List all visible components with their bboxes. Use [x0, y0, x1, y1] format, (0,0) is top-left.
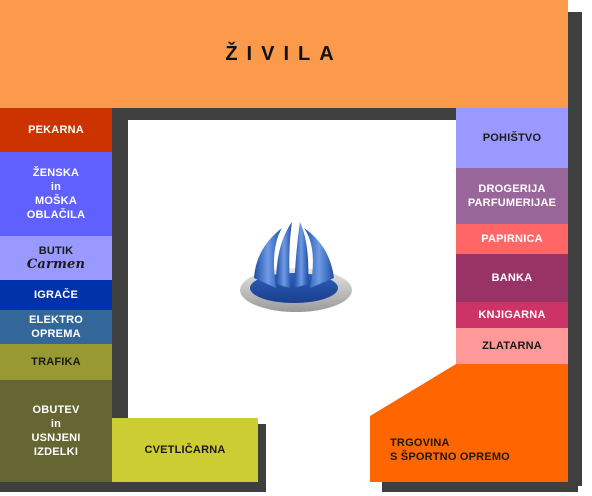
shadow-cvet-right [258, 424, 266, 492]
store-sport-line: TRGOVINA [390, 437, 450, 449]
shadow-bottom-left [120, 482, 264, 492]
store-obutev-line: in [50, 418, 62, 430]
store-elektro[interactable]: ELEKTRO OPREMA [0, 310, 112, 344]
store-obutev-line: IZDELKI [33, 446, 79, 458]
store-zenska-moska-line: in [50, 181, 62, 193]
store-papirnica-label: PAPIRNICA [481, 233, 543, 245]
store-drogerija-line: PARFUMERIJAE [467, 197, 557, 209]
shadow-left-edge [0, 482, 120, 492]
store-trafika-label: TRAFIKA [31, 356, 81, 368]
store-banka-label: BANKA [491, 272, 533, 284]
store-pekarna-label: PEKARNA [28, 124, 84, 136]
store-elektro-line: OPREMA [31, 328, 81, 340]
store-pohistvo-label: POHIŠTVO [482, 132, 542, 144]
store-drogerija[interactable]: DROGERIJA PARFUMERIJAE [456, 168, 568, 224]
shadow-inner-top [112, 108, 456, 120]
store-pekarna[interactable]: PEKARNA [0, 108, 112, 152]
store-zenska-moska-line: OBLAČILA [26, 209, 86, 221]
store-trafika[interactable]: TRAFIKA [0, 344, 112, 380]
shadow-bottom-right [382, 482, 578, 492]
store-drogerija-line: DROGERIJA [478, 183, 546, 195]
store-papirnica[interactable]: PAPIRNICA [456, 224, 568, 254]
store-knjigarna-label: KNJIGARNA [478, 309, 546, 321]
store-zenska-moska-line: MOŠKA [35, 195, 77, 207]
fountain-icon [240, 222, 352, 312]
store-zenska-moska[interactable]: ŽENSKA in MOŠKA OBLAČILA [0, 152, 112, 236]
store-sport[interactable]: TRGOVINA S ŠPORTNO OPREMO [370, 364, 568, 482]
store-zlatarna[interactable]: ZLATARNA [456, 328, 568, 364]
store-zlatarna-label: ZLATARNA [482, 340, 542, 352]
shadow-top-right [566, 12, 582, 486]
shadow-inner-left [112, 108, 128, 420]
store-knjigarna[interactable]: KNJIGARNA [456, 302, 568, 328]
store-obutev-line: USNJENI [31, 432, 81, 444]
store-butik[interactable]: BUTIK Carmen [0, 236, 112, 280]
store-banka[interactable]: BANKA [456, 254, 568, 302]
store-cvetlicarna[interactable]: CVETLIČARNA [112, 418, 258, 482]
store-cvetlicarna-label: CVETLIČARNA [144, 444, 226, 456]
store-elektro-line: ELEKTRO [29, 314, 83, 326]
store-igrace[interactable]: IGRAČE [0, 280, 112, 310]
store-zenska-moska-line: ŽENSKA [32, 167, 80, 179]
store-obutev[interactable]: OBUTEV in USNJENI IZDELKI [0, 380, 112, 482]
store-zivila[interactable]: ŽIVILA [0, 0, 568, 108]
store-butik-line: BUTIK [38, 245, 74, 257]
store-zivila-label: ŽIVILA [225, 43, 343, 65]
store-sport-line: S ŠPORTNO OPREMO [390, 451, 510, 463]
store-obutev-line: OBUTEV [32, 404, 80, 416]
store-butik-brand: Carmen [26, 257, 86, 272]
store-pohistvo[interactable]: POHIŠTVO [456, 108, 568, 168]
store-igrace-label: IGRAČE [34, 289, 78, 301]
